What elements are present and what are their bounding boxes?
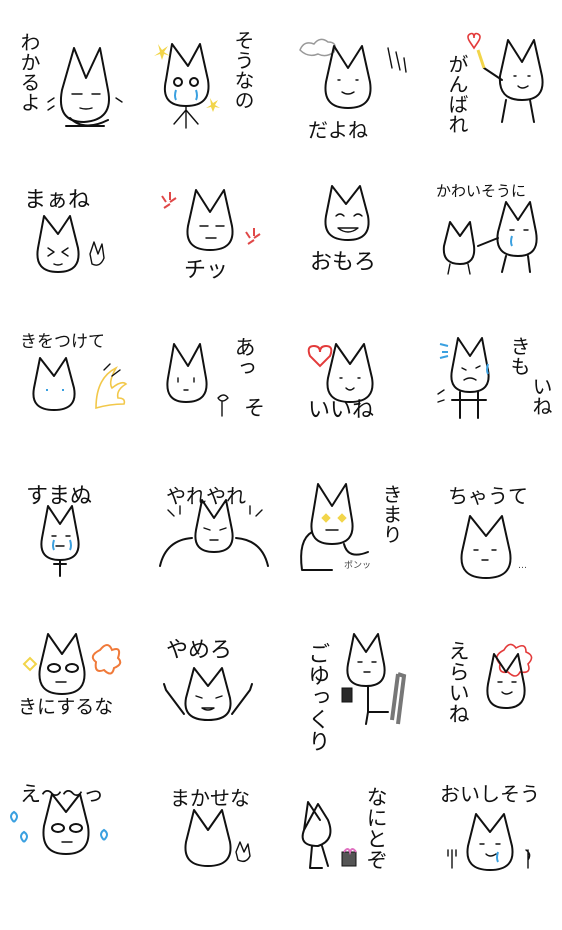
sticker-iine[interactable]: いいね: [288, 330, 428, 480]
caption: チッ: [184, 258, 229, 283]
sticker-yareyare[interactable]: やれやれ: [146, 480, 286, 630]
cat-content-icon: [307, 343, 374, 403]
cat-no-way-icon: [460, 515, 512, 579]
sticker-omoro[interactable]: おもろ: [288, 168, 428, 318]
sticker-kinisuruna[interactable]: きにするな: [4, 628, 144, 778]
cat-smirk-icon: [299, 38, 407, 109]
sticker-maane[interactable]: まぁね: [4, 168, 144, 318]
caption: そ: [244, 396, 265, 420]
sticker-kiwotsukete[interactable]: きをつけて: [4, 330, 144, 480]
sticker-sounano[interactable]: そうなの: [146, 10, 286, 160]
caption: やれやれ: [166, 484, 246, 508]
sticker-dayone[interactable]: だよね: [288, 10, 428, 160]
sticker-ganbare[interactable]: がんばれ: [430, 10, 562, 160]
caption: がんばれ: [445, 54, 469, 134]
cat-crying-icon: [154, 43, 220, 129]
sticker-chautte[interactable]: ちゃうて …: [430, 480, 562, 630]
caption: だよね: [308, 118, 368, 142]
cats-comforting-icon: [442, 201, 538, 275]
sticker-chi[interactable]: チッ: [146, 168, 286, 318]
sticker-nanitozo[interactable]: なにとぞ: [288, 780, 428, 930]
caption: まぁね: [24, 188, 91, 213]
caption: え〜〜っ: [20, 782, 104, 806]
sound-effect: ポンッ: [344, 561, 372, 571]
caption: いね: [529, 376, 553, 416]
cat-disgusted-icon: [437, 337, 490, 419]
sticker-kawaisouni[interactable]: かわいそうに: [430, 168, 562, 318]
caption: おもろ: [310, 250, 377, 275]
caption: まかせな: [170, 786, 250, 810]
ellipsis: …: [518, 561, 527, 571]
sticker-sheet: わかるよ そうなの だよね がんばれ: [4, 10, 562, 871]
sticker-makasena[interactable]: まかせな: [146, 780, 286, 930]
caption: えらいね: [446, 640, 471, 724]
sticker-eraine[interactable]: えらいね: [430, 628, 562, 778]
caption: わかるよ: [17, 32, 41, 112]
sticker-sumanu[interactable]: すまぬ: [4, 480, 144, 630]
caption: あっ: [232, 336, 257, 378]
cat-hungry-icon: [447, 813, 531, 871]
caption: きまり: [379, 484, 403, 544]
sticker-yamero[interactable]: やめろ: [146, 628, 286, 778]
caption: ごゆっくり: [304, 642, 330, 752]
sticker-goyukkuri[interactable]: ごゆっくり: [288, 628, 428, 778]
cat-peace-icon: [36, 215, 105, 273]
caption: おいしそう: [440, 782, 540, 806]
caption: ちゃうて: [448, 484, 528, 508]
caption: なにとぞ: [364, 786, 389, 870]
caption: いいね: [308, 398, 375, 423]
cat-offering-gift-icon: [301, 801, 357, 869]
cat-stop-icon: [163, 667, 253, 721]
cat-shrug-icon: [159, 499, 269, 567]
sticker-asso[interactable]: あっ そ: [146, 330, 286, 480]
sticker-oishisou[interactable]: おいしそう: [430, 780, 562, 930]
sticker-wakaruyo[interactable]: わかるよ: [4, 10, 144, 160]
cat-annoyed-icon: [161, 189, 261, 251]
caption: そうなの: [231, 30, 255, 110]
cat-praise-icon: [486, 643, 533, 709]
cat-confident-icon: [184, 809, 251, 867]
cat-bowing-icon: [40, 505, 80, 577]
sticker-kimoine[interactable]: きも いね: [430, 330, 562, 480]
caption: やめろ: [166, 638, 233, 663]
cat-waving-icon: [32, 357, 128, 411]
sticker-kimari[interactable]: きまり ポンッ: [288, 480, 428, 630]
cat-shocked-icon: [10, 793, 108, 855]
sticker-ee[interactable]: え〜〜っ: [4, 780, 144, 930]
caption: きをつけて: [20, 332, 105, 352]
cat-determined-icon: [300, 483, 369, 571]
cat-flowers-icon: [22, 633, 122, 695]
caption: すまぬ: [26, 484, 93, 509]
cat-indifferent-icon: [166, 343, 229, 417]
cat-grinning-icon: [324, 185, 370, 241]
cat-cheering-icon: [467, 32, 544, 123]
caption: きも: [507, 336, 531, 376]
caption: かわいそうに: [436, 182, 527, 200]
cat-nodding-icon: [47, 47, 123, 127]
caption: きにするな: [18, 696, 114, 718]
cat-relaxing-icon: [341, 633, 407, 725]
